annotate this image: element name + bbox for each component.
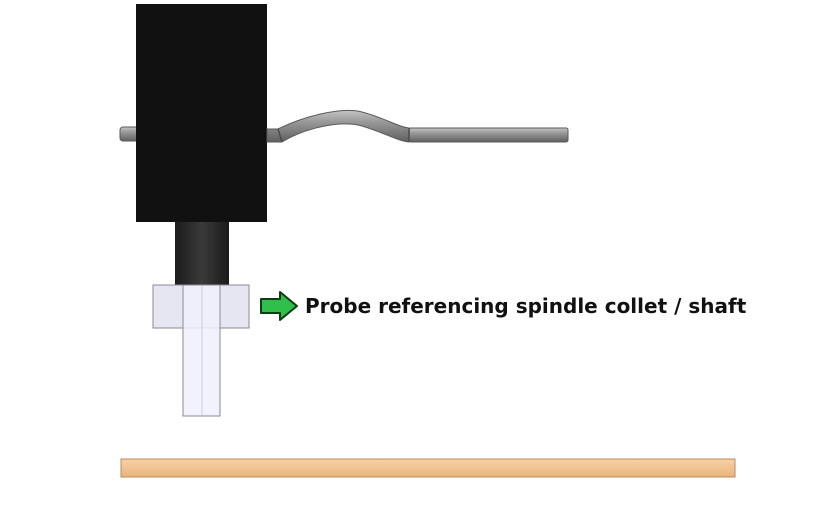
probe-arm-curve: [266, 109, 410, 143]
spindle-body: [136, 4, 267, 222]
workpiece-plate: [120, 458, 736, 478]
callout-label: Probe referencing spindle collet / shaft: [305, 294, 747, 318]
arrow-right-icon: [260, 291, 298, 321]
probe-arm-joint-left: [277, 128, 283, 143]
spindle-shaft: [175, 222, 229, 285]
probe-arm-straight: [408, 127, 569, 143]
